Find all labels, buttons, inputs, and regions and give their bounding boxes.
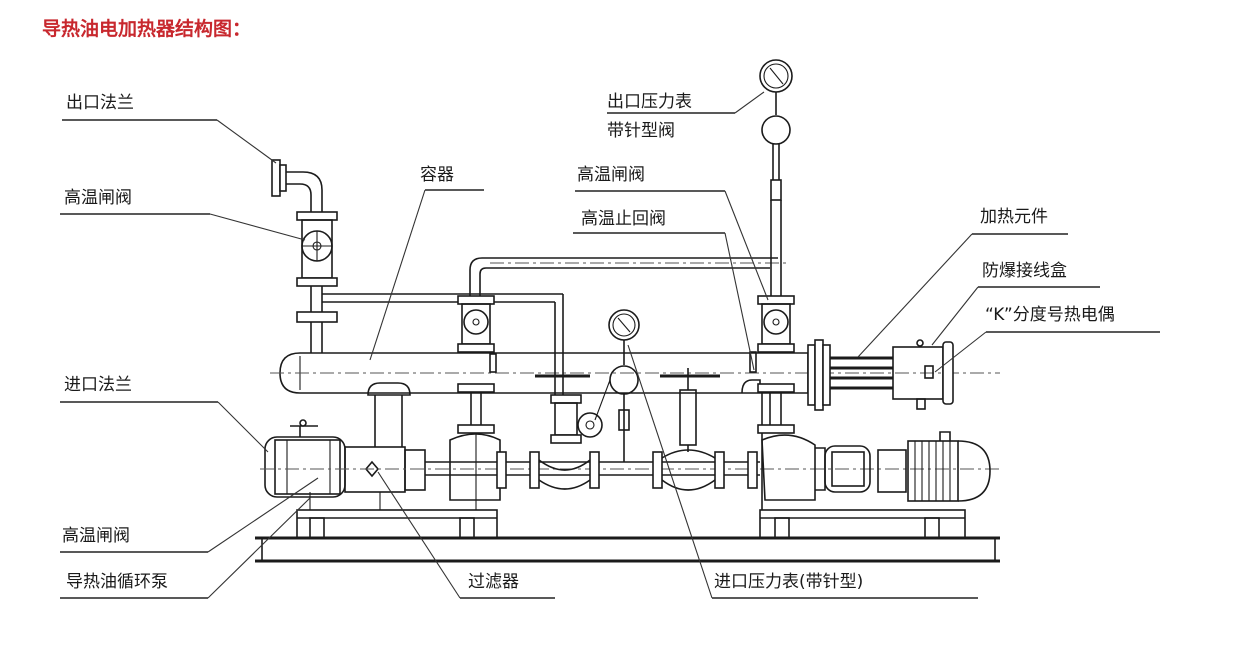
motor [815, 431, 991, 502]
callout-lines [60, 91, 1160, 599]
circulation-pump [264, 382, 426, 510]
label-filter: 过滤器 [468, 572, 519, 592]
label-outlet-flange: 出口法兰 [66, 93, 134, 113]
outlet-assembly [271, 159, 564, 395]
right-valve-stack [741, 59, 816, 510]
middle-valves [535, 309, 720, 462]
labels: 出口法兰 高温闸阀 容器 出口压力表 带针型阀 高温闸阀 高温止回阀 加热元件 … [62, 92, 1115, 592]
base-frame [255, 509, 1000, 563]
label-inlet-pressure-gauge: 进口压力表(带针型) [714, 572, 863, 592]
diagram-title: 导热油电加热器结构图： [42, 18, 252, 40]
vessel [270, 352, 1000, 394]
label-explosion-proof-junction-box: 防爆接线盒 [982, 261, 1067, 281]
label-high-temp-gate-valve-top: 高温闸阀 [64, 188, 132, 208]
label-high-temp-gate-valve-bottom: 高温闸阀 [62, 526, 130, 546]
label-outlet-pressure-gauge: 出口压力表 [607, 92, 692, 112]
label-heating-element: 加热元件 [980, 207, 1048, 227]
heating-element-assembly [807, 339, 954, 411]
label-needle-valve: 带针型阀 [607, 121, 675, 141]
label-vessel: 容器 [420, 165, 454, 185]
mid-left-valve-stack [449, 295, 501, 510]
label-k-thermocouple: “K”分度号热电偶 [985, 305, 1115, 325]
main-pipe [260, 449, 1000, 491]
label-circulation-pump: 导热油循环泵 [66, 572, 168, 592]
label-inlet-flange: 进口法兰 [64, 375, 132, 395]
bypass-pipe [469, 257, 790, 296]
label-high-temp-check-valve: 高温止回阀 [581, 209, 666, 229]
label-high-temp-gate-valve-mid: 高温闸阀 [577, 165, 645, 185]
